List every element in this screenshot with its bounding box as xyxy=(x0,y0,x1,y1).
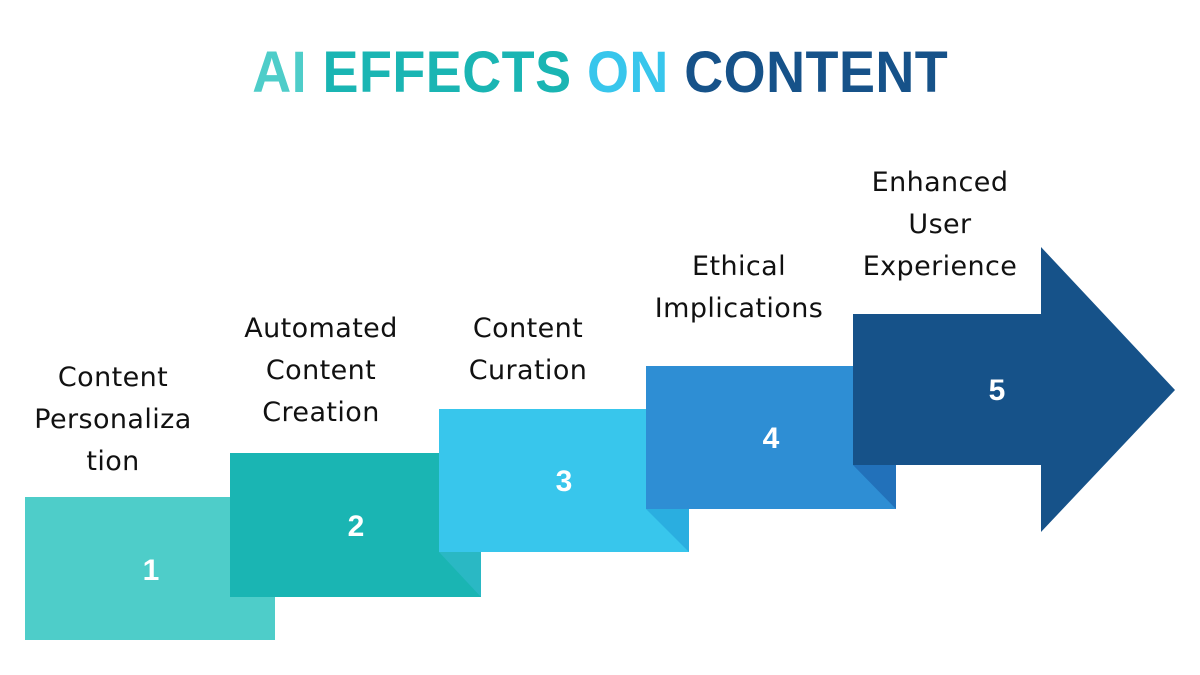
step-4-fold-shadow xyxy=(853,465,896,509)
step-1-number: 1 xyxy=(142,554,160,587)
step-4-number: 4 xyxy=(762,422,780,455)
step-5-number: 5 xyxy=(988,374,1006,407)
title-part-content: CONTENT xyxy=(684,40,949,105)
title-part-ai: AI xyxy=(251,40,323,105)
step-2-fold-shadow xyxy=(439,552,481,597)
step-3-label: Content Curation xyxy=(468,313,588,386)
title-part-on: ON xyxy=(586,40,685,105)
step-1-label: Content Personaliza tion xyxy=(34,362,192,477)
step-2-label: Automated Content Creation xyxy=(244,313,398,428)
page-title: AI EFFECTS ON CONTENT xyxy=(0,38,1200,108)
step-5-label: Enhanced User Experience xyxy=(862,167,1018,282)
step-4-label: Ethical Implications xyxy=(654,251,824,324)
step-3-fold-shadow xyxy=(646,509,689,552)
step-2-number: 2 xyxy=(347,510,365,543)
step-3-number: 3 xyxy=(555,465,573,498)
title-part-effects: EFFECTS xyxy=(322,40,587,105)
step-5-arrow xyxy=(853,247,1175,532)
